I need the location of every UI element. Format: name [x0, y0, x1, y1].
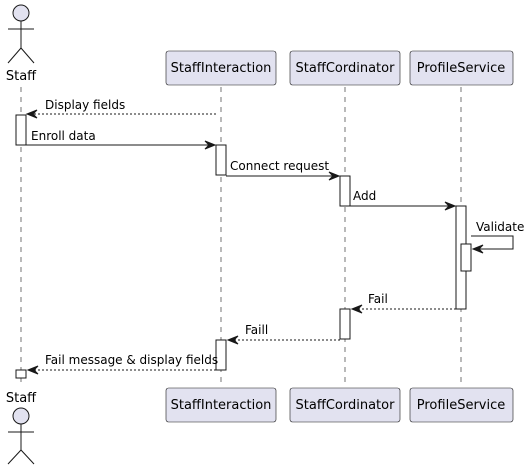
- actor-left-leg: [7, 449, 22, 465]
- message-label: Add: [353, 189, 376, 203]
- actor-right-leg: [20, 449, 35, 465]
- participant-label: StaffInteraction: [171, 61, 272, 76]
- participant-label: StaffInteraction: [171, 398, 272, 413]
- participant-box: [409, 50, 514, 86]
- message-label: Connect request: [230, 159, 329, 173]
- activation-staff-2: [15, 369, 27, 379]
- actor-left-leg: [7, 47, 22, 64]
- message-connect-request: Connect request: [226, 159, 341, 181]
- message-fail: Fail: [350, 292, 456, 314]
- participant-profile-service-top: ProfileService: [409, 50, 514, 86]
- message-line: [471, 235, 514, 250]
- message-enroll-data: Enroll data: [26, 129, 217, 150]
- actor-staff-top: Staff: [6, 4, 37, 84]
- participant-box: [409, 387, 514, 423]
- participant-staff-interaction-bottom: StaffInteraction: [165, 387, 277, 423]
- participant-box: [165, 50, 277, 86]
- message-fail-message-display-fields: Fail message & display fields: [26, 353, 218, 375]
- participant-box: [289, 50, 401, 86]
- activation-staff-interaction-2: [215, 339, 227, 371]
- message-label: Validate: [476, 220, 524, 234]
- activation-staff-cordinator-2: [339, 308, 351, 340]
- message-label: Fail: [368, 292, 388, 306]
- message-label: Fail message & display fields: [45, 353, 218, 367]
- participant-staff-cordinator-bottom: StaffCordinator: [289, 387, 401, 423]
- message-label: Enroll data: [31, 129, 96, 143]
- actor-head-icon: [12, 407, 30, 425]
- participant-label: ProfileService: [417, 61, 505, 76]
- message-label: Faill: [245, 323, 268, 337]
- participant-staff-cordinator-top: StaffCordinator: [289, 50, 401, 86]
- activation-staff-cordinator-1: [339, 175, 351, 207]
- arrow-right-icon: [328, 171, 341, 181]
- arrow-right-icon: [204, 140, 217, 150]
- actor-label-staff-top: Staff: [6, 69, 37, 84]
- participant-box: [289, 387, 401, 423]
- participant-label: StaffCordinator: [296, 61, 396, 76]
- message-validate: Validate: [471, 220, 524, 254]
- activation-profile-service-2: [460, 243, 472, 272]
- participant-profile-service-bottom: ProfileService: [409, 387, 514, 423]
- message-display-fields: Display fields: [25, 98, 216, 119]
- arrow-left-icon: [226, 335, 239, 345]
- activation-staff-1: [15, 114, 27, 146]
- participant-box: [165, 387, 277, 423]
- arrow-left-icon: [26, 365, 39, 375]
- arrow-right-icon: [444, 201, 457, 211]
- message-faill: Faill: [226, 323, 340, 345]
- message-label: Display fields: [45, 98, 125, 112]
- participant-staff-interaction-top: StaffInteraction: [165, 50, 277, 86]
- actor-staff-bottom: Staff: [6, 391, 37, 465]
- actor-label-staff-bottom: Staff: [6, 391, 37, 406]
- arrow-left-icon: [350, 304, 363, 314]
- message-add: Add: [350, 189, 457, 211]
- arrow-left-icon: [25, 109, 38, 119]
- participant-label: ProfileService: [417, 398, 505, 413]
- arrow-left-icon: [471, 244, 484, 254]
- actor-head-icon: [12, 4, 30, 22]
- participant-label: StaffCordinator: [296, 398, 396, 413]
- actor-right-leg: [20, 47, 35, 64]
- activation-staff-interaction-1: [215, 144, 227, 176]
